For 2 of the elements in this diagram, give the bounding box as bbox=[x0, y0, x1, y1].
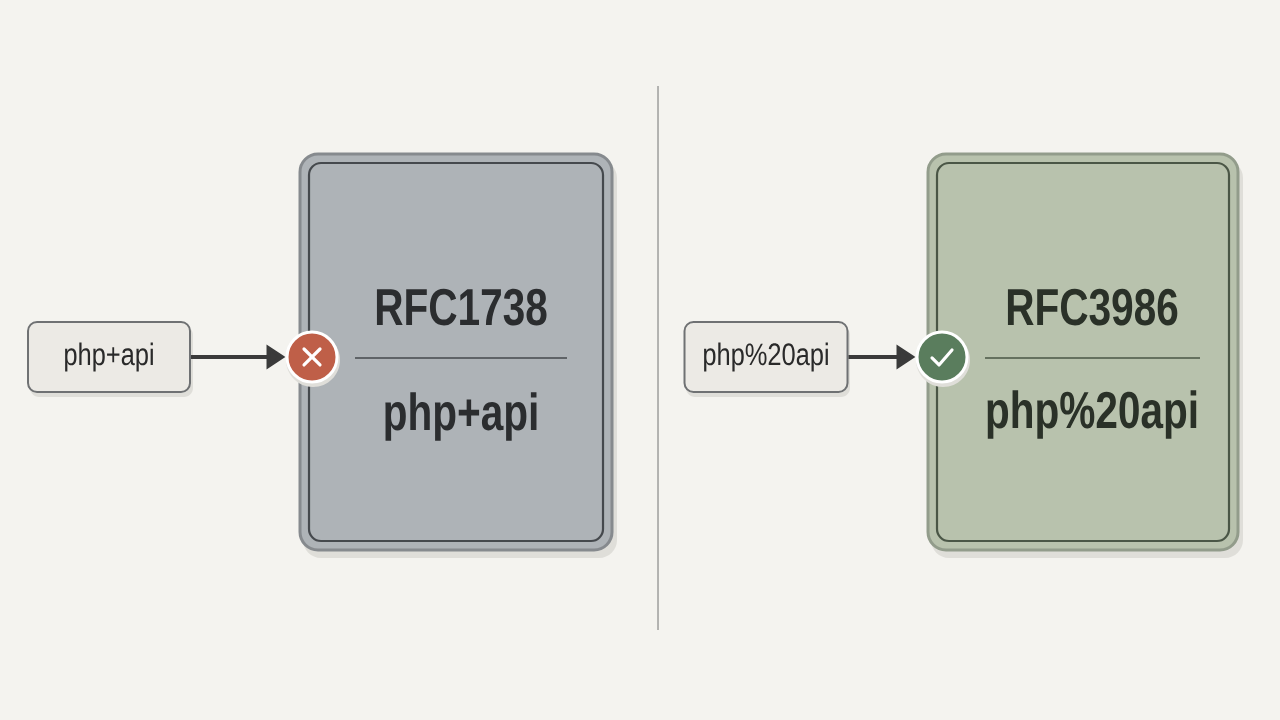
text-box: php%20api bbox=[683, 321, 850, 397]
text-box: php+api bbox=[27, 321, 193, 397]
